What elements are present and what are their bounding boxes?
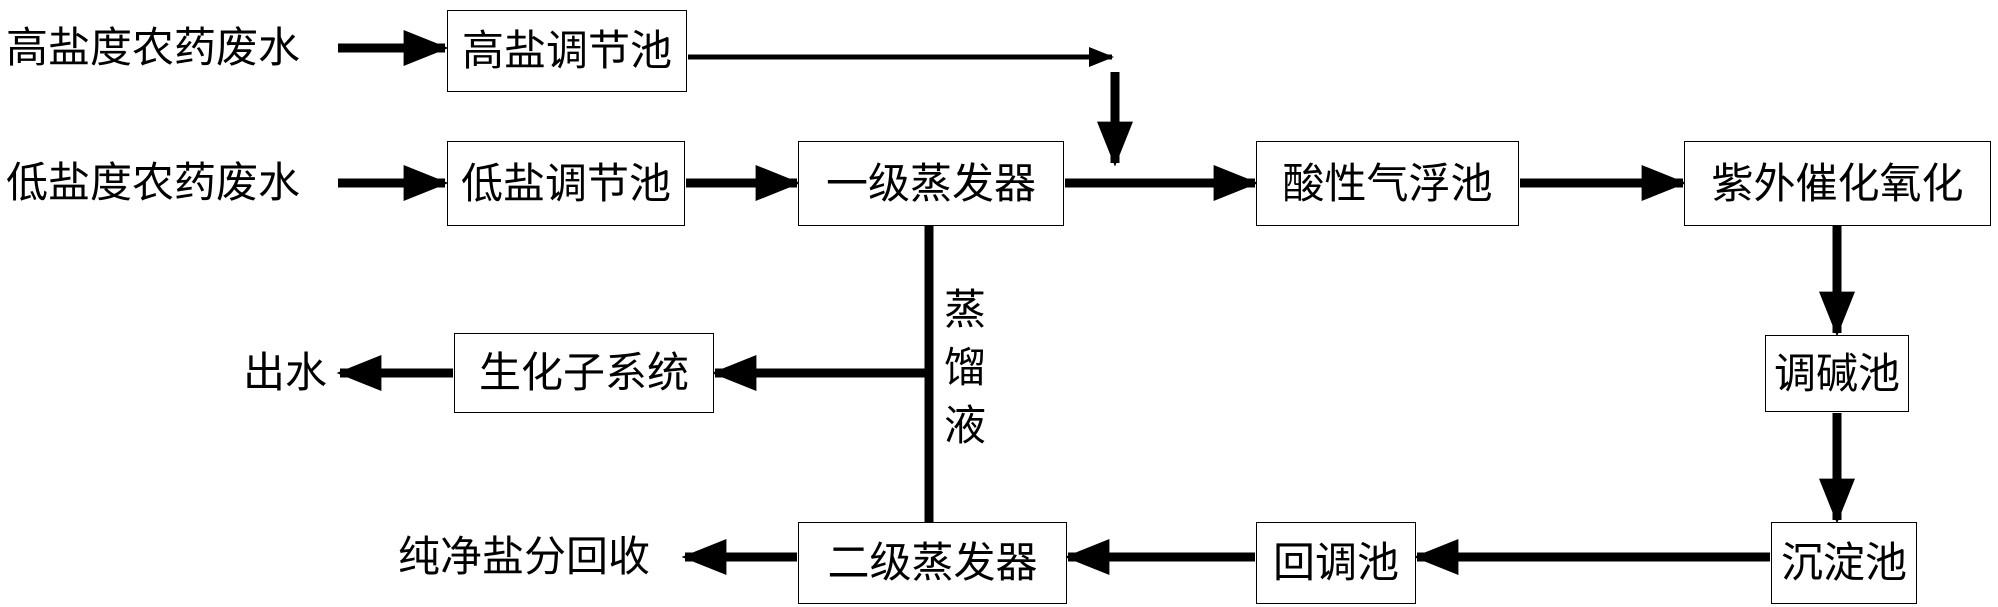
output-effluent: 出水 <box>243 348 328 397</box>
second-evaporator-box: 二级蒸发器 <box>798 522 1067 604</box>
high-salt-tank-box: 高盐调节池 <box>447 10 687 92</box>
acid-flotation-box: 酸性气浮池 <box>1256 141 1519 226</box>
output-pure-salt-recovery: 纯净盐分回收 <box>398 532 651 581</box>
distillate-char-1: 蒸 <box>943 285 986 334</box>
readjust-tank-box: 回调池 <box>1256 522 1416 604</box>
distillate-char-3: 液 <box>943 401 986 450</box>
first-evaporator-box: 一级蒸发器 <box>798 141 1064 226</box>
input-low-salt-wastewater: 低盐度农药废水 <box>6 158 301 207</box>
distillate-label: 蒸 馏 液 <box>942 281 988 455</box>
sedimentation-tank-box: 沉淀池 <box>1771 522 1917 604</box>
low-salt-tank-box: 低盐调节池 <box>447 141 685 226</box>
input-high-salt-wastewater: 高盐度农药废水 <box>6 23 301 72</box>
uv-catalytic-oxidation-box: 紫外催化氧化 <box>1684 141 1991 226</box>
distillate-char-2: 馏 <box>943 343 986 392</box>
biochemical-subsystem-box: 生化子系统 <box>454 333 714 413</box>
alkali-adjust-tank-box: 调碱池 <box>1765 335 1909 412</box>
